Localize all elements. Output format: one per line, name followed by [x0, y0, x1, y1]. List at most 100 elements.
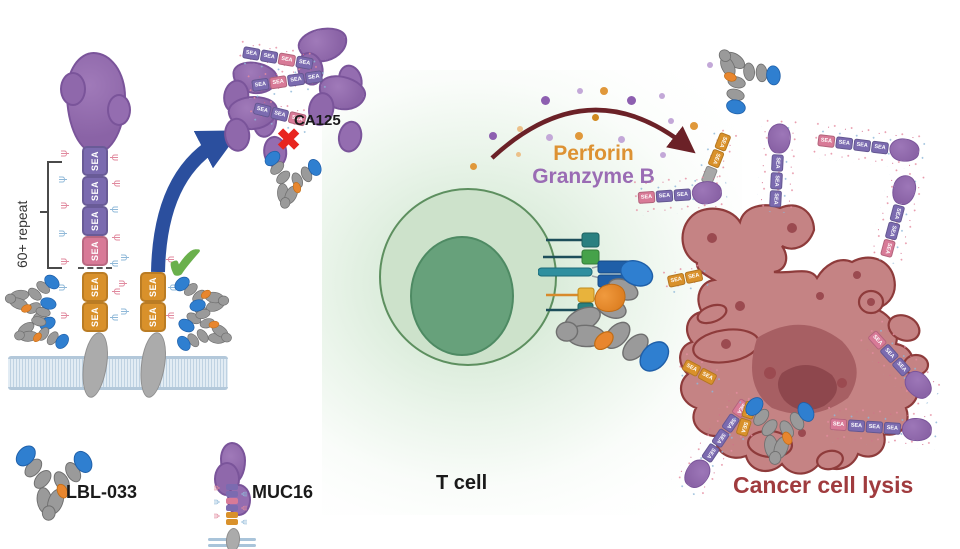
granzyme-dot	[659, 93, 665, 99]
sea-domain: SEA	[769, 190, 783, 208]
shed-muc16-fragment: SEA SEA SEA SEA	[251, 70, 324, 92]
granzyme-dot	[707, 62, 713, 68]
perforin-dot	[592, 114, 599, 121]
muc16-fragment: SEA SEA SEA	[764, 122, 792, 208]
cleavage-site-dashes	[78, 267, 112, 269]
sea-domain-label: SEA	[89, 306, 100, 328]
glycan-icon	[241, 519, 249, 524]
sea-domain: SEA	[673, 187, 692, 201]
sea-domain: SEA	[870, 140, 890, 155]
glycan-icon	[112, 180, 123, 187]
sea-domain-label: SEA	[89, 240, 100, 262]
sea-domain: SEA	[771, 154, 785, 172]
muc16-head	[60, 52, 131, 154]
glycan-icon	[213, 485, 221, 490]
sea-segment	[226, 484, 238, 490]
glycan-icon	[118, 308, 129, 315]
cancer-cell-lysis-label: Cancer cell lysis	[733, 472, 914, 498]
granzyme-dot	[668, 118, 674, 124]
cancer-cell-core	[777, 364, 837, 411]
sea-domain: SEA	[252, 102, 272, 118]
glycan-icon	[116, 280, 127, 287]
sea-domain-label: SEA	[89, 276, 100, 298]
ca125-label: CA125	[294, 112, 341, 129]
sea-domain: SEA	[637, 190, 656, 204]
perforin-dot	[470, 163, 477, 170]
t-cell-nucleus	[410, 236, 514, 356]
granzyme-dot	[660, 152, 666, 158]
transmembrane-anchor	[224, 527, 242, 549]
sea-domain: SEA	[655, 189, 674, 203]
muc16-head	[691, 180, 723, 206]
glycan-icon	[118, 254, 129, 261]
sea-domain: SEA	[684, 268, 704, 285]
granzyme-dot	[618, 136, 625, 143]
glycan-icon	[112, 234, 123, 241]
sea-domain: SEA	[835, 135, 854, 150]
sea-segment	[226, 519, 238, 525]
sea-domain: SEA	[82, 176, 108, 206]
lbl033-antibody-icon	[736, 392, 820, 469]
sea-domain-orange: SEA	[140, 302, 166, 332]
muc16-head	[901, 417, 933, 443]
perforin-dot	[517, 126, 523, 132]
perforin-dot	[516, 152, 521, 157]
sea-domain: SEA	[268, 75, 288, 90]
sea-domain: SEA	[883, 421, 902, 435]
sea-domain: SEA	[829, 417, 848, 431]
lbl033-antibody-icon	[253, 146, 327, 216]
repeat-label: 60+ repeat	[14, 200, 30, 268]
sea-domain: SEA	[277, 52, 297, 68]
muc16-fragment: SEA SEA SEA	[637, 180, 723, 209]
perforin-label: Perforin	[553, 142, 634, 165]
sea-domain: SEA	[259, 49, 279, 64]
sea-domain-label: SEA	[89, 210, 100, 232]
sea-domain: SEA	[847, 418, 866, 432]
sea-domain-orange: SEA	[82, 302, 108, 332]
glycan-icon	[241, 505, 249, 510]
sea-domain: SEA	[817, 133, 836, 148]
killing-arrow-icon	[490, 107, 696, 160]
glycan-icon	[213, 499, 221, 504]
sea-domain: SEA	[304, 70, 324, 85]
glycan-icon	[110, 154, 121, 161]
sea-domain: SEA	[865, 420, 884, 434]
perforin-dot	[690, 122, 698, 130]
sea-segment	[226, 491, 238, 497]
repeat-bracket	[40, 161, 62, 269]
granzyme-dot	[546, 134, 553, 141]
sea-segment	[226, 505, 238, 511]
sea-domain: SEA	[251, 77, 270, 92]
sea-segment	[226, 498, 238, 504]
glycan-icon	[58, 150, 69, 157]
legend-lbl033-label: LBL-033	[66, 482, 138, 502]
muc16-head	[766, 122, 792, 155]
muc16-head	[214, 442, 251, 516]
sea-domain: SEA	[853, 137, 872, 152]
granzyme-dot	[541, 96, 550, 105]
sea-domain: SEA	[82, 206, 108, 236]
glycan-icon	[110, 206, 121, 213]
granzyme-dot	[489, 132, 497, 140]
muc16-head	[889, 172, 920, 208]
sea-domain: SEA	[666, 272, 686, 288]
legend-muc16-icon	[206, 438, 266, 549]
granzyme-label: Granzyme B	[532, 165, 655, 188]
sea-domain: SEA	[697, 367, 718, 386]
perforin-dot	[600, 87, 608, 95]
sea-domain-orange: SEA	[140, 272, 166, 302]
granzyme-dot	[577, 88, 583, 94]
sea-domain: SEA	[770, 172, 784, 190]
granzyme-dot	[627, 96, 636, 105]
perforin-dot	[575, 132, 583, 140]
legend-muc16-label: MUC16	[252, 482, 314, 502]
sea-domain-orange: SEA	[82, 272, 108, 302]
glycan-icon	[213, 513, 221, 518]
glycan-icon	[241, 491, 249, 496]
sea-domain: SEA	[889, 203, 906, 224]
sea-domain-label: SEA	[89, 180, 100, 202]
sea-segment	[226, 512, 238, 518]
sea-domain: SEA	[82, 146, 108, 176]
glycan-icon	[112, 288, 123, 295]
